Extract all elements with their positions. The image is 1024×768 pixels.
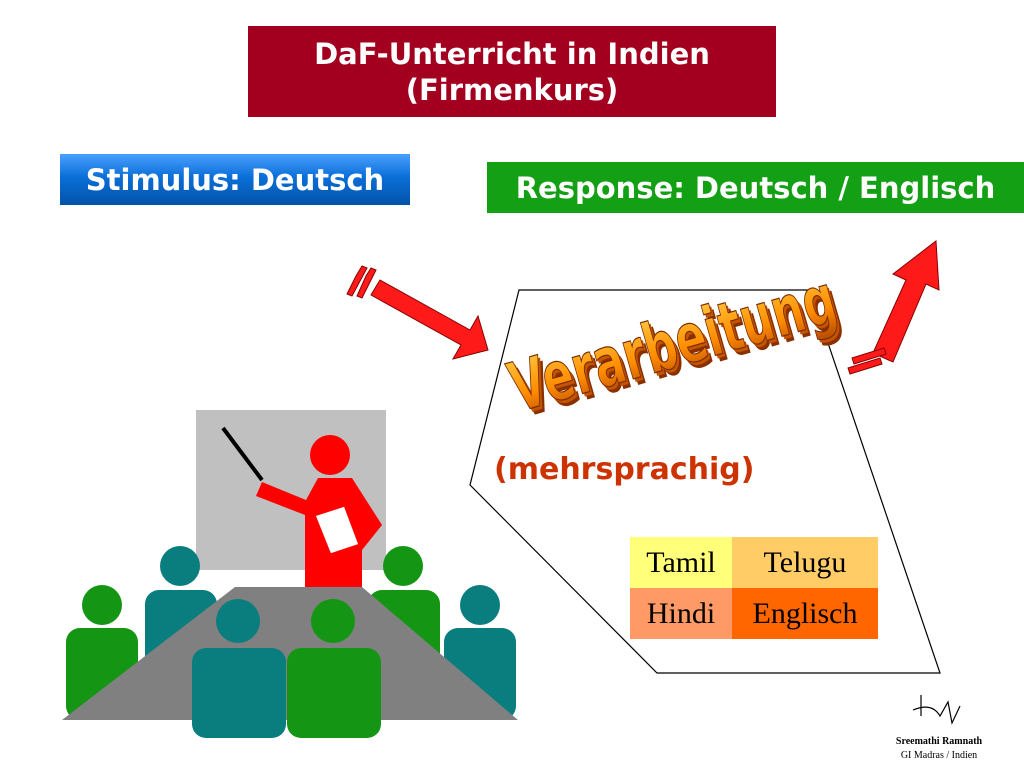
arrow-right-icon [346, 265, 489, 360]
presentation-scene [62, 410, 518, 738]
pointer-stick [221, 426, 264, 482]
language-table: Tamil Telugu Hindi Englisch [630, 537, 878, 639]
title-line-2: (Firmenkurs) [405, 72, 619, 107]
title-line-1: DaF-Unterricht in Indien [314, 36, 710, 71]
stimulus-box: Stimulus: Deutsch [60, 154, 410, 205]
verarbeitung-title: Verarbeitung Verarbeitung Verarbeitung [500, 258, 850, 434]
teacher-icon [256, 435, 382, 600]
author-name: Sreemathi Ramnath [895, 736, 983, 747]
lang-cell-telugu: Telugu [732, 537, 878, 588]
table-row: Tamil Telugu [630, 537, 878, 588]
arrow-up-icon [847, 240, 940, 375]
lang-cell-englisch: Englisch [732, 588, 878, 639]
table-row: Hindi Englisch [630, 588, 878, 639]
svg-text:Verarbeitung: Verarbeitung [500, 258, 844, 428]
audience-front-icon [192, 599, 381, 738]
lang-cell-hindi: Hindi [630, 588, 732, 639]
signature-icon [912, 695, 961, 725]
processing-shape [469, 289, 941, 674]
lang-cell-tamil: Tamil [630, 537, 732, 588]
title-box: DaF-Unterricht in Indien (Firmenkurs) [248, 26, 776, 117]
multilingual-label: (mehrsprachig) [494, 452, 755, 487]
author-place: GI Madras / Indien [900, 750, 978, 761]
response-box: Response: Deutsch / Englisch [487, 162, 1024, 213]
